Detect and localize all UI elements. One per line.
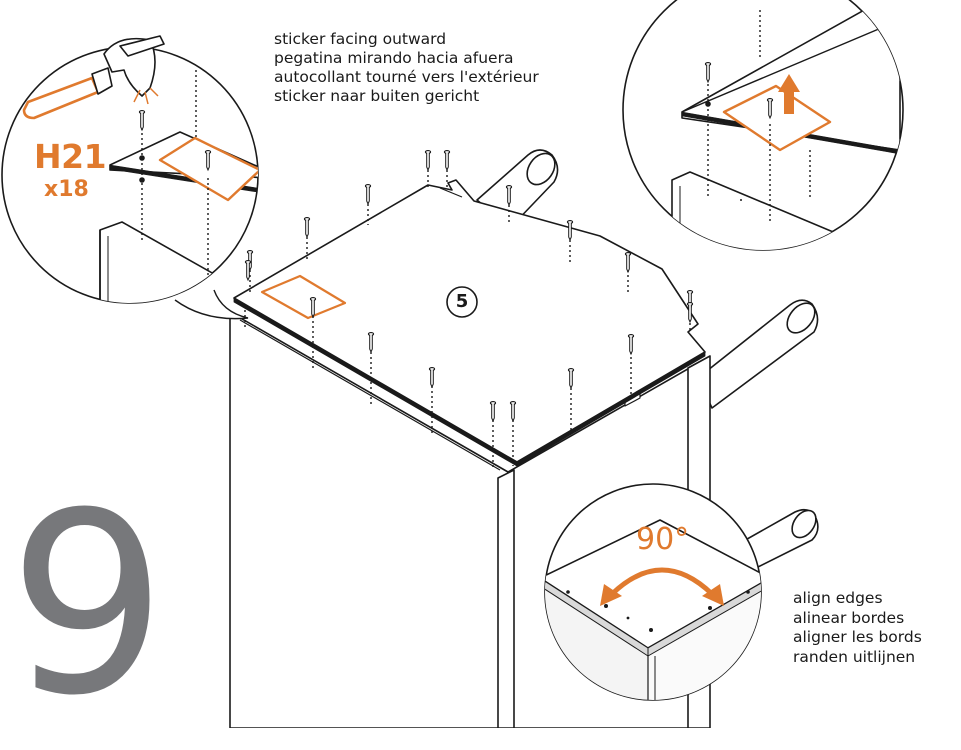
sticker-line-fr: autocollant tourné vers l'extérieur (274, 68, 539, 86)
align-line-es: alinear bordes (793, 608, 905, 627)
angle-label: 90° (636, 522, 690, 557)
align-instruction: align edges alinear bordes aligner les b… (793, 589, 922, 667)
align-line-en: align edges (793, 589, 883, 607)
sticker-detail-callout (622, 0, 904, 251)
sticker-line-nl: sticker naar buiten gericht (274, 87, 480, 105)
guide-lines (244, 170, 691, 468)
corner-detail-callout (544, 483, 762, 701)
sticker-instruction: sticker facing outward pegatina mirando … (274, 30, 539, 106)
hardware-code: H21 (34, 137, 107, 176)
panel-number-badge (446, 286, 478, 318)
hammer-detail-callout (1, 35, 259, 320)
arrow-up-icon (778, 74, 800, 114)
align-line-fr: aligner les bords (793, 628, 922, 646)
sticker-main (260, 274, 347, 320)
align-line-nl: randen uitlijnen (793, 647, 916, 666)
sticker-line-en: sticker facing outward (274, 30, 447, 48)
double-arrow-icon (600, 567, 724, 606)
hammer-icon (22, 35, 165, 120)
assembly-diagram (1, 0, 904, 728)
sticker-line-es: pegatina mirando hacia afuera (274, 49, 514, 67)
panel-number: 5 (455, 291, 469, 312)
step-number: 9 (8, 459, 168, 750)
rod-right (697, 299, 819, 409)
cabinet-front-edge (497, 469, 515, 728)
hardware-quantity: x18 (44, 177, 89, 202)
cabinet-left-side (229, 311, 509, 728)
